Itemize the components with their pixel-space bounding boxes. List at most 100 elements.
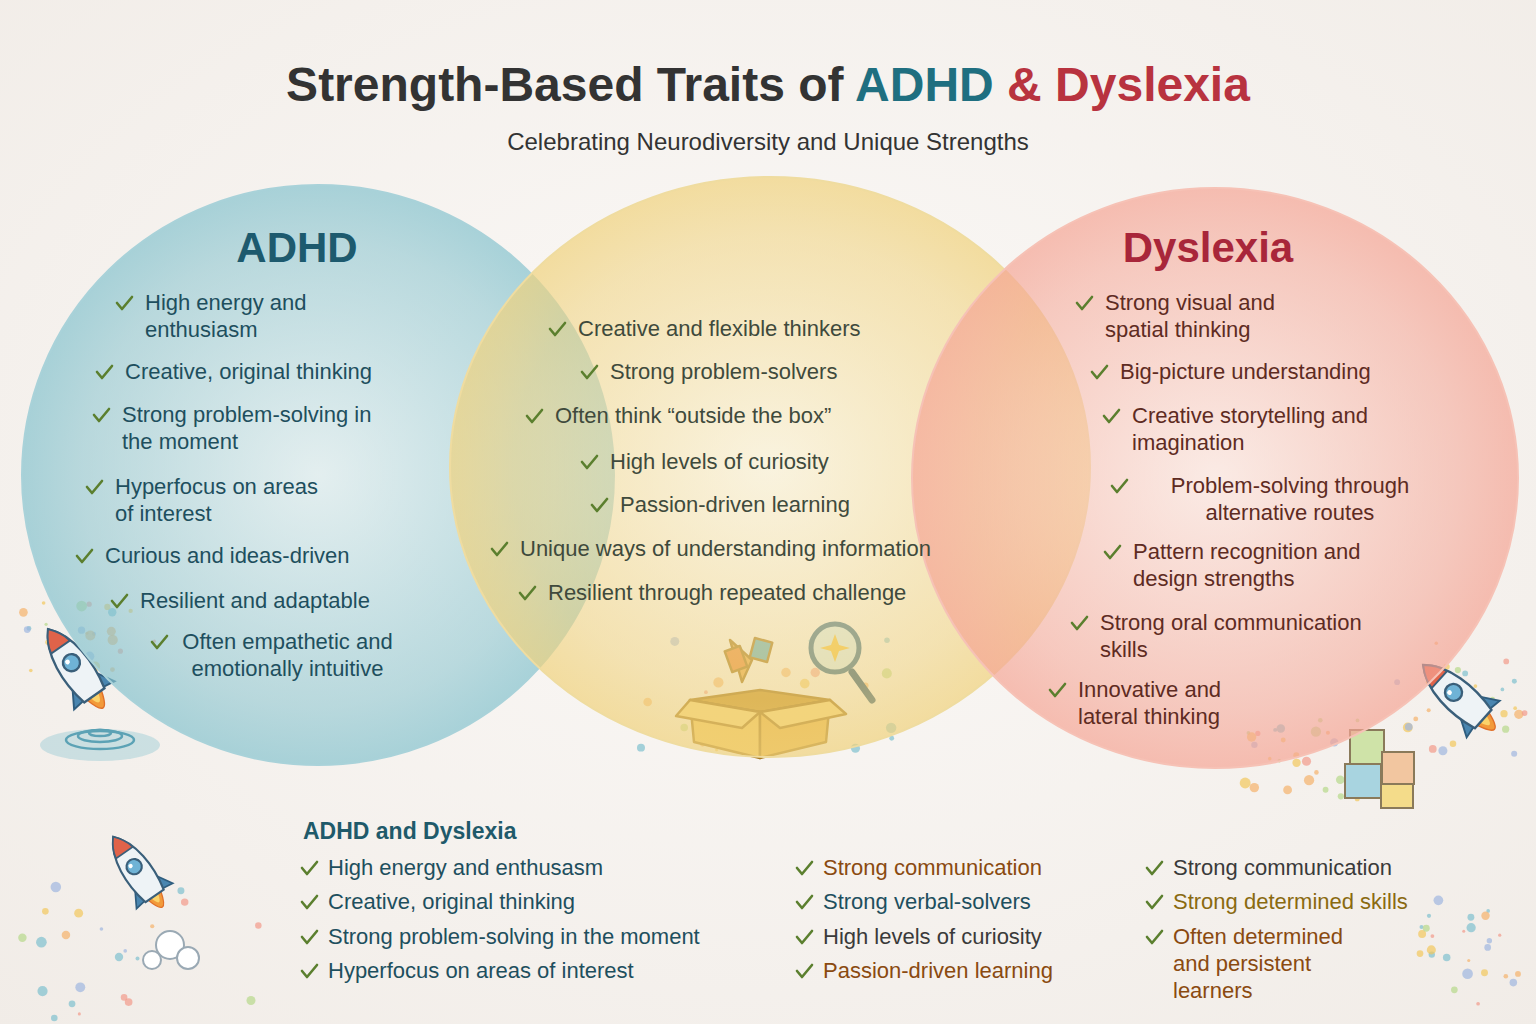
confetti-dot: [1462, 968, 1473, 979]
swirl: [40, 729, 160, 761]
text-row: Curious and ideas-driven: [75, 542, 350, 569]
confetti-dot: [42, 908, 49, 915]
confetti-dot: [1250, 783, 1259, 792]
trait-text: Often determined and persistent learners: [1173, 923, 1378, 1004]
label-row: Often determined and persistent learners: [1145, 923, 1378, 1004]
confetti-dot: [51, 882, 62, 893]
confetti-dot: [1487, 938, 1492, 943]
check-mark: [580, 453, 600, 471]
trait-text: Often think “outside the box”: [555, 402, 831, 429]
confetti-dot: [51, 1015, 58, 1022]
check-stroke: [302, 931, 317, 943]
text-row: Strong oral communication skills: [1070, 609, 1410, 663]
check-mark: [525, 407, 545, 425]
trait-text: Strong problem-solvers: [610, 358, 837, 385]
confetti-dot: [1304, 775, 1314, 785]
confetti-dot: [1443, 954, 1451, 962]
check-mark: [75, 547, 95, 565]
text-row: Resilient and adaptable: [110, 587, 370, 614]
check-mark: [1048, 681, 1068, 699]
text-row: Dyslexia: [1123, 223, 1293, 273]
trait-text: Strong problem-solving in the moment: [122, 401, 384, 455]
letter-blocks: [1345, 730, 1414, 808]
confetti-dot: [1455, 667, 1461, 673]
check-mark: [795, 859, 815, 877]
confetti-dot: [24, 626, 31, 633]
confetti-dot: [1481, 969, 1488, 976]
check-mark: [1102, 407, 1122, 425]
check-mark: [518, 584, 538, 602]
confetti-dot: [181, 898, 188, 905]
text-row: ADHD: [236, 223, 357, 273]
text-row: Problem-solving through alternative rout…: [1110, 472, 1440, 526]
check-mark: [1145, 928, 1165, 946]
check-stroke: [94, 409, 109, 421]
check-stroke: [592, 499, 607, 511]
trait-text: Creative, original thinking: [125, 358, 372, 385]
check-stroke: [1105, 546, 1120, 558]
confetti-dot: [1338, 793, 1344, 799]
text-row: Unique ways of understanding information: [490, 535, 931, 562]
check-mark: [300, 962, 320, 980]
title: Strength-Based Traits of ADHD & Dyslexia: [0, 56, 1536, 114]
rocket: [95, 824, 180, 920]
check-mark: [1145, 859, 1165, 877]
check-mark: [1070, 614, 1090, 632]
confetti-dot: [1240, 778, 1251, 789]
confetti-dot: [1336, 776, 1344, 784]
confetti-dot: [1467, 923, 1476, 932]
check-stroke: [797, 896, 812, 908]
check-stroke: [492, 543, 507, 555]
label-row: Celebrating Neurodiversity and Unique St…: [507, 127, 1029, 157]
text-row: Creative and flexible thinkers: [548, 315, 860, 342]
text-row: Often empathetic and emotionally intuiti…: [150, 628, 395, 682]
confetti-dot: [1438, 746, 1447, 755]
trait-text: Passion-driven learning: [620, 491, 850, 518]
check-stroke: [582, 366, 597, 378]
trait-text: Strong problem-solving in the moment: [328, 923, 700, 950]
check-stroke: [582, 456, 597, 468]
confetti-dot: [1450, 740, 1457, 747]
check-mark: [1110, 477, 1130, 495]
check-stroke: [797, 862, 812, 874]
confetti-dot: [115, 953, 123, 961]
confetti-dot: [1283, 786, 1292, 795]
label-row: Strong determined skills: [1145, 888, 1408, 915]
circle-heading: Dyslexia: [1123, 223, 1293, 273]
confetti-dot: [1503, 659, 1509, 665]
confetti-dot: [1413, 716, 1418, 721]
trait-text: Unique ways of understanding information: [520, 535, 931, 562]
confetti-dot: [1427, 945, 1436, 954]
trait-text: Problem-solving through alternative rout…: [1140, 472, 1440, 526]
confetti-dot: [1405, 723, 1413, 731]
confetti-dot: [1476, 1002, 1480, 1006]
confetti-dot: [1323, 787, 1329, 793]
check-mark: [490, 540, 510, 558]
check-mark: [580, 363, 600, 381]
text-row: Often think “outside the box”: [525, 402, 831, 429]
confetti-dot: [1427, 914, 1431, 918]
trait-text: Hyperfocus on areas of interest: [328, 957, 634, 984]
confetti-dot: [1510, 979, 1518, 987]
text-row: Strong problem-solving in the moment: [92, 401, 384, 455]
check-stroke: [550, 323, 565, 335]
check-stroke: [1112, 480, 1127, 492]
check-mark: [1075, 294, 1095, 312]
check-mark: [300, 928, 320, 946]
confetti-dot: [29, 669, 33, 673]
confetti-dot: [123, 949, 127, 953]
text-row: High levels of curiosity: [580, 448, 829, 475]
confetti-dot: [246, 996, 255, 1005]
check-mark: [1103, 543, 1123, 561]
trait-text: Strong determined skills: [1173, 888, 1408, 915]
title-row: Strength-Based Traits of ADHD & Dyslexia: [0, 56, 1536, 114]
check-stroke: [77, 550, 92, 562]
check-stroke: [87, 481, 102, 493]
text-row: High energy and enthusiasm: [115, 289, 395, 343]
check-mark: [110, 592, 130, 610]
check-stroke: [1050, 684, 1065, 696]
text-row: Passion-driven learning: [590, 491, 850, 518]
check-mark: [115, 294, 135, 312]
confetti-dot: [44, 623, 47, 626]
